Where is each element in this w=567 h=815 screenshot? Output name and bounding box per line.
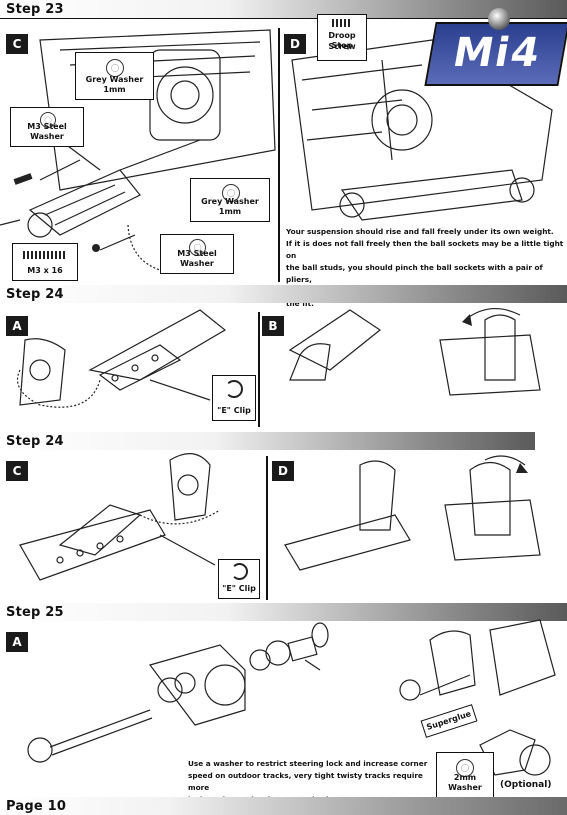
mi4-logo: Mi4: [424, 22, 567, 86]
panel-divider: [278, 28, 280, 282]
callout-m3-steel-washer-left: M3 Steel Washer: [10, 107, 84, 147]
panel-label-d: D: [284, 34, 306, 54]
step-23-title: Step 23: [6, 2, 64, 17]
callout-m3x16-screw: M3 x 16: [12, 243, 78, 281]
step-24b-header-bar: [0, 432, 535, 450]
panel-divider: [258, 312, 260, 427]
panel-divider: [266, 456, 268, 600]
e-clip-icon: [231, 563, 248, 580]
washer-icon: [106, 59, 124, 77]
callout-e-clip-1: "E" Clip: [212, 375, 256, 421]
step-24-c-d-illustration: [19, 453, 541, 581]
e-clip-icon: [225, 380, 243, 398]
panel-label-b: B: [262, 316, 284, 336]
callout-e-clip-2: "E" Clip: [218, 559, 260, 599]
step-24-header-bar: [0, 285, 567, 303]
divider: [0, 18, 567, 19]
page-number: Page 10: [6, 799, 67, 814]
panel-label-c: C: [6, 34, 28, 54]
footer-bar: [0, 797, 567, 815]
callout-grey-washer-1mm-top: Grey Washer 1mm: [75, 52, 154, 100]
step-24b-title: Step 24: [6, 434, 64, 449]
washer-icon: [189, 239, 206, 256]
step-24-a-b-illustration: [16, 308, 541, 408]
panel-label-d: D: [272, 461, 294, 481]
step-23-d-illustration: [291, 39, 553, 221]
step-25-header-bar: [0, 603, 567, 621]
screw-icon: [23, 251, 67, 259]
step-24-title: Step 24: [6, 287, 64, 302]
callout-m3-steel-washer-bottom: M3 Steel Washer: [160, 234, 234, 274]
logo-orb-icon: [488, 8, 510, 30]
panel-label-a: A: [6, 316, 28, 336]
panel-label-c: C: [6, 461, 28, 481]
callout-2mm-washer: 2mm Washer: [436, 752, 494, 798]
panel-label-a: A: [6, 632, 28, 652]
callout-grey-washer-1mm-right: Grey Washer 1mm: [190, 178, 270, 222]
optional-label: (Optional): [500, 780, 552, 790]
washer-icon: [222, 184, 240, 202]
step-23-header-bar: [0, 0, 567, 18]
callout-droop-stop-screw: Droop Stop Screw: [317, 14, 367, 61]
washer-icon: [40, 112, 56, 128]
step-25-title: Step 25: [6, 605, 64, 620]
set-screw-icon: [332, 19, 352, 27]
washer-icon: [456, 759, 474, 777]
